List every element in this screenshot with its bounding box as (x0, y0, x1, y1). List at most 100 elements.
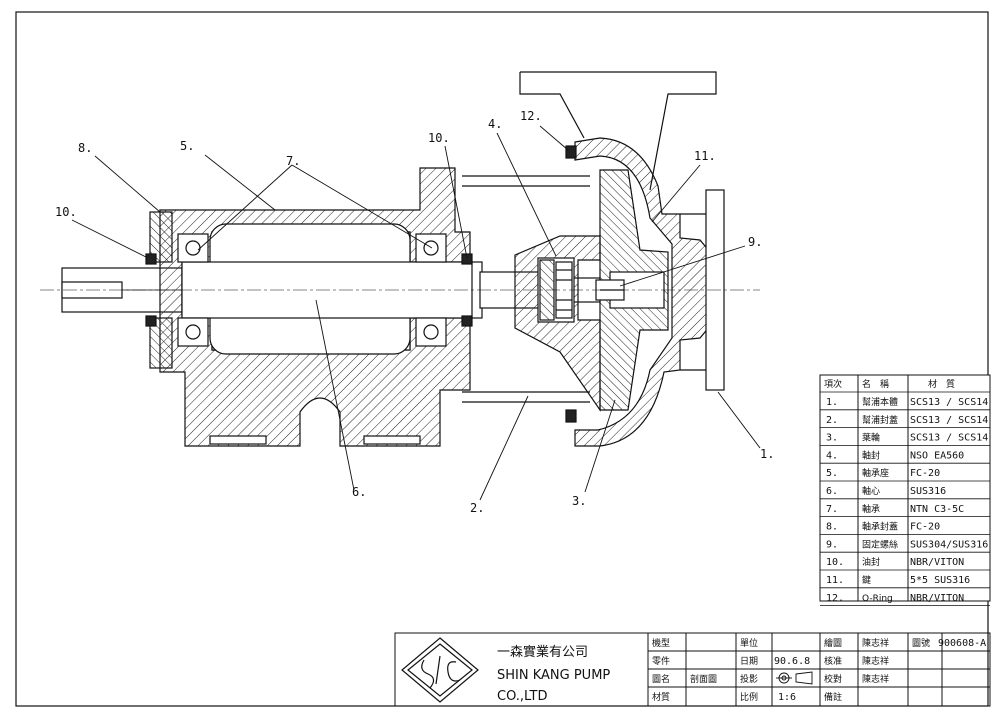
callout-12: 12. (520, 109, 542, 123)
drawn-label: 繪圖 (824, 637, 842, 649)
table-cell-no: 4. (826, 450, 838, 461)
drawing-name-value: 剖面圖 (690, 673, 717, 685)
table-row: 12. O-Ring NBR/VITON (826, 593, 964, 604)
table-cell-material: SCS13 / SCS14 (910, 397, 988, 408)
table-header-no: 項次 (824, 378, 842, 390)
table-cell-name: 固定螺絲 (862, 538, 898, 550)
callout-2: 2. (470, 501, 484, 515)
scale-value: 1:6 (778, 692, 796, 703)
company-name-cn: 一森實業有公司 (497, 644, 588, 660)
callout-1: 1. (760, 447, 774, 461)
table-cell-material: NSO EA560 (910, 450, 964, 461)
table-header-name: 名 稱 (862, 378, 889, 390)
table-row: 5. 軸承座 FC-20 (826, 467, 940, 479)
projection-label: 投影 (740, 673, 758, 685)
table-cell-name: 軸承座 (862, 467, 889, 479)
table-row: 10. 油封 NBR/VITON (826, 556, 964, 568)
bearing-end-cover (149, 211, 173, 263)
title-block (394, 632, 991, 707)
table-cell-name: 軸承封蓋 (862, 521, 898, 533)
projection-symbol-icon (776, 671, 813, 685)
pump-casing (574, 137, 711, 447)
table-cell-no: 10. (826, 557, 844, 568)
pump-cross-section (40, 71, 760, 447)
table-cell-no: 7. (826, 504, 838, 515)
scale-label: 比例 (740, 691, 758, 703)
title-block-fields: 機型 零件 圖名 剖面圖 材質 單位 日期 90.6.8 投影 比例 1:6 繪… (652, 637, 986, 703)
table-row: 1. 幫浦本體 SCS13 / SCS14 (826, 396, 988, 408)
callout-11: 11. (694, 149, 716, 163)
callout-6: 6. (352, 485, 366, 499)
discharge-nozzle (519, 71, 717, 191)
drawing-name-label: 圖名 (652, 673, 670, 685)
drawn-value: 陳志祥 (862, 637, 889, 649)
approved-label: 核准 (824, 655, 842, 667)
table-cell-name: O-Ring (862, 594, 893, 604)
table-cell-no: 8. (826, 522, 838, 533)
callout-9: 9. (748, 235, 762, 249)
table-cell-material: SCS13 / SCS14 (910, 415, 988, 426)
drawing-no-label: 圖號 (912, 637, 930, 649)
table-cell-name: 幫浦封蓋 (862, 414, 898, 426)
company-name: 一森實業有公司 SHIN KANG PUMP CO.,LTD (497, 644, 610, 704)
table-cell-name: 葉輪 (862, 432, 880, 444)
leader-lines (71, 125, 761, 501)
callout-3: 3. (572, 494, 586, 508)
table-row: 11. 鍵 5*5 SUS316 (826, 574, 970, 586)
table-cell-name: 油封 (862, 556, 880, 568)
table-cell-material: FC-20 (910, 522, 940, 533)
table-cell-name: 軸承 (862, 503, 880, 515)
table-cell-no: 3. (826, 433, 838, 444)
bearing-right (415, 233, 447, 347)
model-label: 機型 (652, 637, 670, 649)
table-cell-no: 9. (826, 539, 838, 550)
checked-label: 校對 (824, 673, 842, 685)
company-logo (401, 637, 479, 703)
table-header-material: 材 質 (928, 378, 955, 390)
table-cell-no: 6. (826, 486, 838, 497)
table-cell-material: NBR/VITON (910, 557, 964, 568)
table-cell-no: 5. (826, 468, 838, 479)
table-cell-material: FC-20 (910, 468, 940, 479)
bearing-left (177, 233, 209, 347)
table-cell-no: 12. (826, 593, 844, 604)
callout-7: 7. (286, 154, 300, 168)
callout-10-right: 10. (428, 131, 450, 145)
table-cell-no: 11. (826, 575, 844, 586)
approved-value: 陳志祥 (862, 655, 889, 667)
material-label: 材質 (652, 691, 670, 703)
table-cell-name: 幫浦本體 (862, 396, 898, 408)
table-row: 3. 葉輪 SCS13 / SCS14 (826, 432, 988, 444)
table-cell-name: 鍵 (862, 574, 871, 586)
table-cell-material: SUS304/SUS316 (910, 539, 988, 550)
part-callouts: 1. 2. 3. 4. 5. 6. 7. 8. 9. 10. 10. 11. 1… (55, 109, 774, 515)
table-cell-material: SCS13 / SCS14 (910, 433, 988, 444)
pump-cover (514, 235, 601, 412)
callout-10-left: 10. (55, 205, 77, 219)
o-ring (565, 145, 577, 159)
table-cell-material: NBR/VITON (910, 593, 964, 604)
callout-5: 5. (180, 139, 194, 153)
table-cell-material: 5*5 SUS316 (910, 575, 970, 586)
callout-4: 4. (488, 117, 502, 131)
part-label: 零件 (652, 655, 670, 667)
checked-value: 陳志祥 (862, 673, 889, 685)
table-cell-no: 1. (826, 397, 838, 408)
remarks-label: 備註 (824, 691, 842, 703)
date-label: 日期 (740, 656, 758, 667)
date-value: 90.6.8 (774, 656, 810, 667)
oil-seal-right (461, 253, 473, 265)
oil-seal-left (145, 253, 157, 265)
table-cell-material: NTN C3-5C (910, 504, 964, 515)
table-row: 9. 固定螺絲 SUS304/SUS316 (826, 538, 988, 550)
company-name-en-1: SHIN KANG PUMP (497, 668, 610, 683)
table-row: 8. 軸承封蓋 FC-20 (826, 521, 940, 533)
callout-8: 8. (78, 141, 92, 155)
company-name-en-2: CO.,LTD (497, 689, 547, 704)
drawing-no-value: 900608-A (938, 638, 986, 649)
table-cell-material: SUS316 (910, 486, 946, 497)
